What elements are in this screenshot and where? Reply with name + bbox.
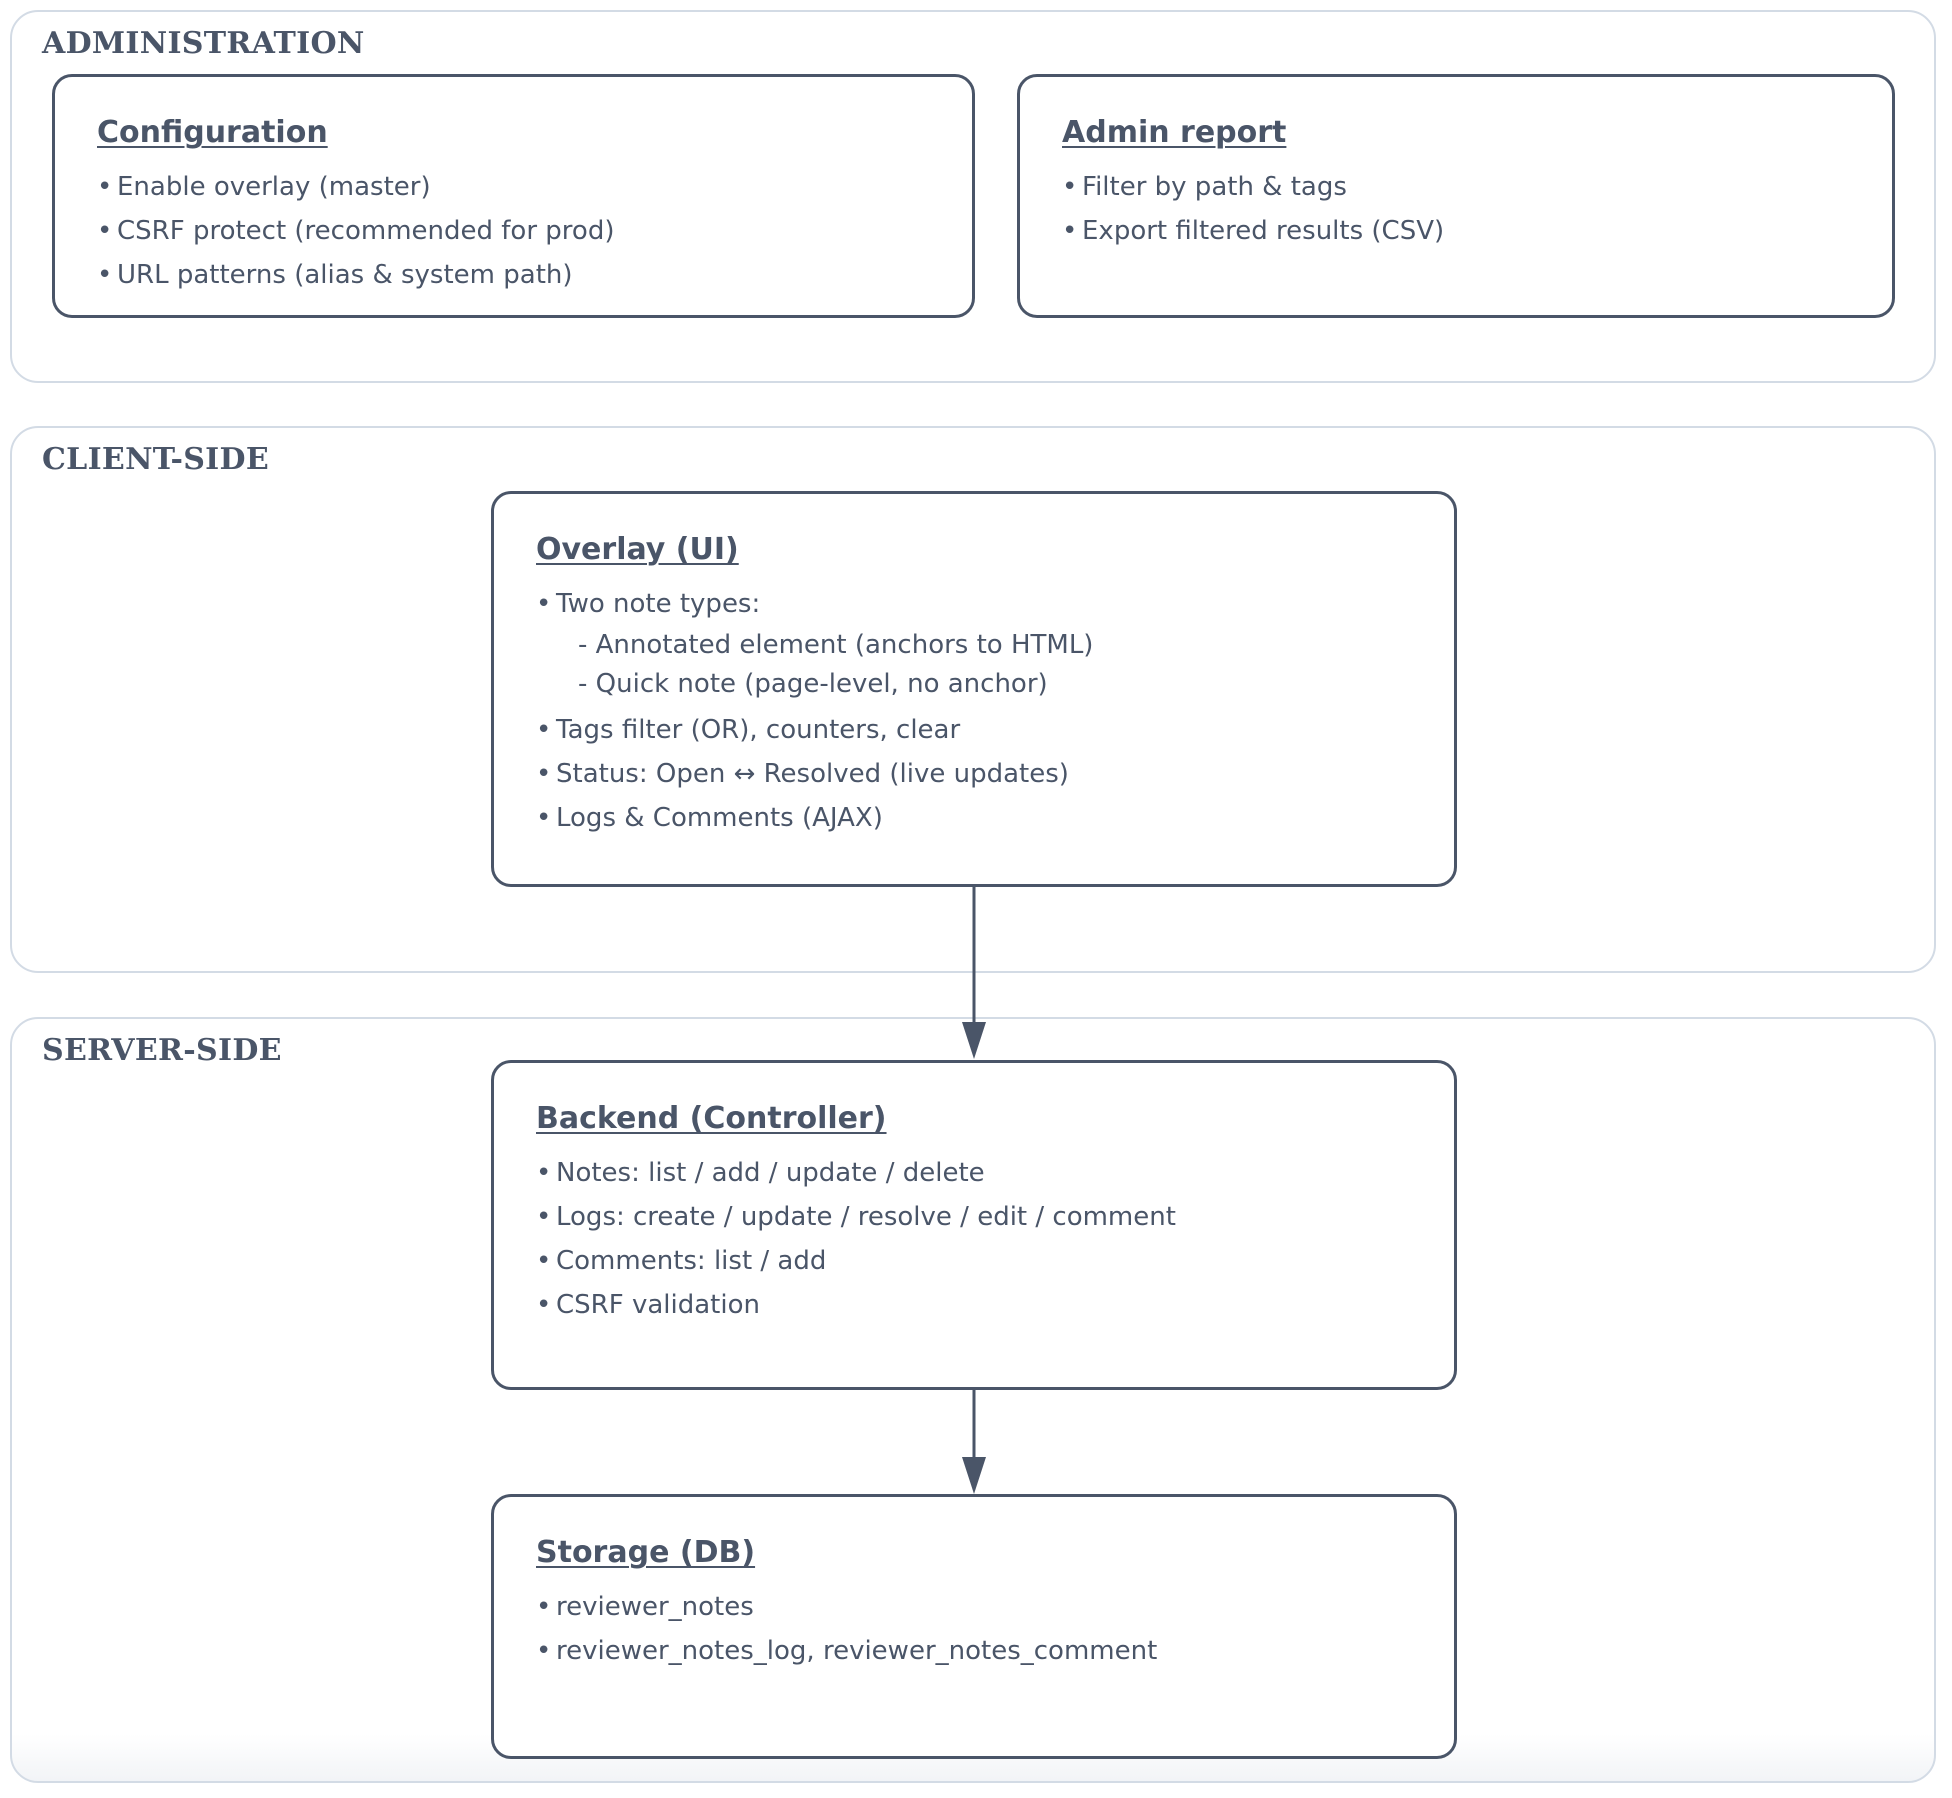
bullet-icon: • (536, 1290, 552, 1320)
bullet-icon: • (536, 1202, 552, 1232)
admin-report-items: •Filter by path & tags •Export filtered … (1062, 165, 1892, 253)
bullet-icon: • (97, 172, 113, 202)
storage-box: Storage (DB) •reviewer_notes •reviewer_n… (491, 1494, 1457, 1759)
admin-report-title: Admin report (1062, 115, 1287, 150)
configuration-box: Configuration •Enable overlay (master) •… (52, 74, 975, 318)
storage-title: Storage (DB) (536, 1535, 756, 1570)
bullet-icon: • (1062, 216, 1078, 246)
bullet-icon: • (97, 216, 113, 246)
bullet-icon: • (536, 759, 552, 789)
sub-list: - Annotated element (anchors to HTML) - … (536, 626, 1454, 708)
list-item: •URL patterns (alias & system path) (97, 253, 972, 297)
configuration-items: •Enable overlay (master) •CSRF protect (… (97, 165, 972, 297)
overlay-items: •Two note types: - Annotated element (an… (536, 582, 1454, 840)
bullet-icon: • (536, 803, 552, 833)
list-item: •Comments: list / add (536, 1239, 1454, 1283)
lane-title-client-side: CLIENT-SIDE (42, 442, 269, 477)
list-item: •Enable overlay (master) (97, 165, 972, 209)
bullet-icon: • (536, 715, 552, 745)
list-item: •CSRF validation (536, 1283, 1454, 1327)
overlay-title: Overlay (UI) (536, 532, 739, 567)
list-item: •reviewer_notes_log, reviewer_notes_comm… (536, 1629, 1454, 1673)
list-item: •CSRF protect (recommended for prod) (97, 209, 972, 253)
bullet-icon: • (536, 1636, 552, 1666)
bullet-icon: • (536, 1246, 552, 1276)
backend-items: •Notes: list / add / update / delete •Lo… (536, 1151, 1454, 1327)
list-item: •Status: Open ↔ Resolved (live updates) (536, 752, 1454, 796)
admin-report-box: Admin report •Filter by path & tags •Exp… (1017, 74, 1895, 318)
list-item: •Tags filter (OR), counters, clear (536, 708, 1454, 752)
backend-box: Backend (Controller) •Notes: list / add … (491, 1060, 1457, 1390)
bullet-icon: • (536, 1158, 552, 1188)
overlay-box: Overlay (UI) •Two note types: - Annotate… (491, 491, 1457, 887)
list-item: •Logs & Comments (AJAX) (536, 796, 1454, 840)
sub-list-item: - Annotated element (anchors to HTML) (578, 630, 1094, 660)
list-item: •reviewer_notes (536, 1585, 1454, 1629)
configuration-title: Configuration (97, 115, 328, 150)
bullet-icon: • (536, 589, 552, 619)
lane-title-administration: ADMINISTRATION (42, 26, 365, 61)
lane-title-server-side: SERVER-SIDE (42, 1033, 282, 1068)
storage-items: •reviewer_notes •reviewer_notes_log, rev… (536, 1585, 1454, 1673)
list-item: •Export filtered results (CSV) (1062, 209, 1892, 253)
bullet-icon: • (97, 260, 113, 290)
sub-list-item: - Quick note (page-level, no anchor) (578, 669, 1048, 699)
bullet-icon: • (536, 1592, 552, 1622)
list-item: •Two note types: (536, 582, 1454, 626)
backend-title: Backend (Controller) (536, 1101, 887, 1136)
bullet-icon: • (1062, 172, 1078, 202)
list-item: •Logs: create / update / resolve / edit … (536, 1195, 1454, 1239)
list-item: •Filter by path & tags (1062, 165, 1892, 209)
list-item: •Notes: list / add / update / delete (536, 1151, 1454, 1195)
